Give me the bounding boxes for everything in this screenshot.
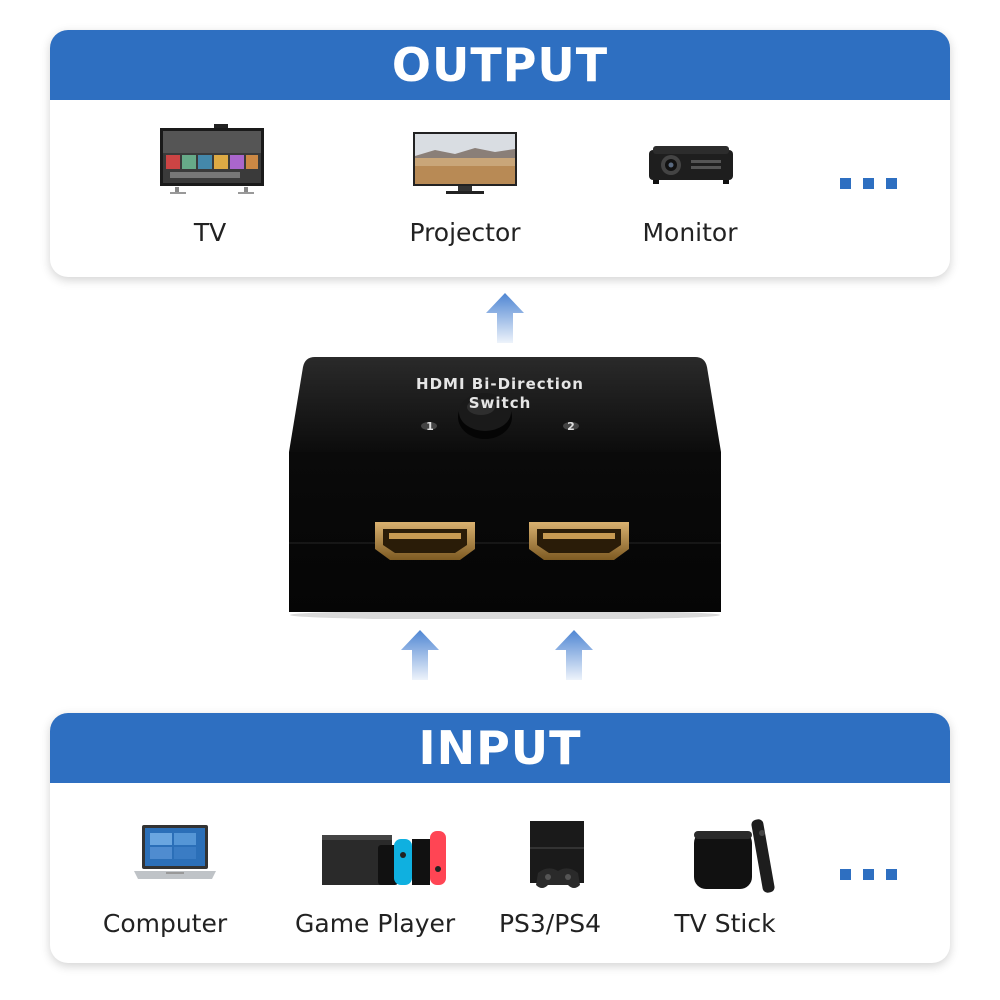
port-1-label: 1 bbox=[426, 420, 434, 433]
device-computer: Computer bbox=[100, 821, 230, 951]
output-panel: OUTPUT TV bbox=[50, 30, 950, 277]
arrow-up-icon bbox=[401, 630, 439, 680]
device-label: Monitor bbox=[642, 218, 738, 247]
tv-icon bbox=[160, 124, 264, 194]
arrow-up-icon bbox=[555, 630, 593, 680]
device-monitor: Monitor bbox=[630, 122, 750, 262]
switch-label-line1: HDMI Bi-Direction bbox=[416, 375, 584, 393]
device-label: TV bbox=[193, 218, 227, 247]
device-tv-stick: TV Stick bbox=[665, 819, 785, 951]
input-title: INPUT bbox=[50, 713, 950, 783]
device-label: Computer bbox=[102, 909, 228, 938]
projector-icon bbox=[649, 146, 733, 184]
device-projector: Projector bbox=[405, 122, 525, 262]
hdmi-port-2 bbox=[529, 522, 629, 560]
playstation-icon bbox=[529, 821, 584, 888]
device-label: Game Player bbox=[295, 909, 456, 938]
laptop-icon bbox=[134, 825, 216, 879]
game-console-icon bbox=[321, 831, 446, 885]
device-game-player: Game Player bbox=[295, 821, 455, 951]
input-panel: INPUT Computer Game Player bbox=[50, 713, 950, 963]
hdmi-switch-device bbox=[289, 357, 721, 619]
port-2-label: 2 bbox=[567, 420, 575, 433]
monitor-icon bbox=[413, 132, 517, 194]
switch-label-line2: Switch bbox=[468, 394, 532, 412]
ellipsis-icon bbox=[840, 178, 897, 189]
device-label: Projector bbox=[409, 218, 521, 247]
hdmi-port-1 bbox=[375, 522, 475, 560]
arrow-up-icon bbox=[486, 293, 524, 343]
device-tv: TV bbox=[150, 122, 270, 262]
device-ps: PS3/PS4 bbox=[495, 821, 605, 951]
ellipsis-icon bbox=[840, 869, 897, 880]
device-label: TV Stick bbox=[674, 909, 776, 938]
tv-box-icon bbox=[694, 819, 775, 893]
output-title: OUTPUT bbox=[50, 30, 950, 100]
device-label: PS3/PS4 bbox=[498, 909, 602, 938]
